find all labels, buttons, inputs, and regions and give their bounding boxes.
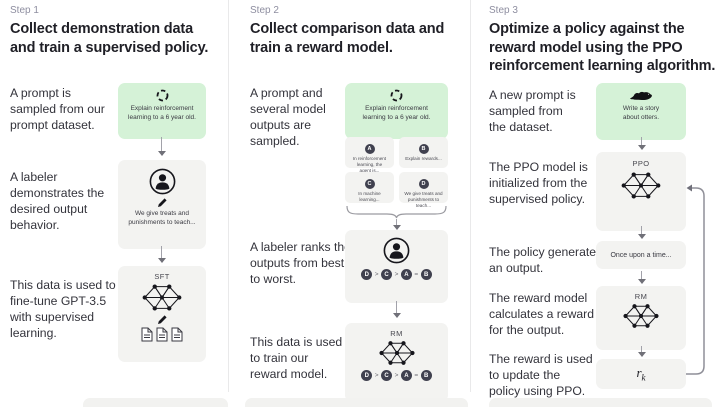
step-2-rank-caption: A labeler ranks the outputs from best to… [250,240,351,287]
prompt-text: Explain reinforcement learning to a 6 ye… [362,105,431,121]
rank-separator: > [374,271,379,278]
rank-letter: D [361,269,373,280]
output-snippet: In reinforcement learning, the agent is.… [352,156,387,173]
output-card-d: D We give treats and punishments to teac… [399,172,448,208]
rank-letter: D [361,370,373,381]
output-snippet: Explain rewards... [405,156,442,161]
ppo-label: PPO [632,159,650,168]
rm-model-card: RM D > C > A = B [345,323,448,402]
policy-output-card: Once upon a time... [596,241,686,269]
documents-row [141,327,183,342]
document-icon [156,327,168,342]
column-divider [228,0,229,392]
rank-separator: > [394,372,399,379]
step-1-labeler-caption: A labeler demonstrates the desired outpu… [10,170,105,233]
rank-letter: B [420,370,432,381]
rank-letter: B [420,269,432,280]
rm-label: RM [390,329,403,338]
step-2-sample-caption: A prompt and several model outputs are s… [250,86,326,149]
step-2-label: Step 2 [250,5,279,16]
rm-model-card: RM [596,286,686,350]
ppo-feedback-loop-arrow [686,182,710,378]
rank-letter: C [381,269,393,280]
output-letter: D [418,179,429,189]
prompt-text: Explain reinforcement learning to a 6 ye… [128,105,196,121]
step-1-label: Step 1 [10,5,39,16]
prompt-card: Explain reinforcement learning to a 6 ye… [118,83,206,139]
rank-letter: A [400,269,412,280]
step-2-train-caption: This data is used to train our reward mo… [250,335,343,382]
down-arrow [637,226,646,239]
step-2-title: Collect comparison data and train a rewa… [250,21,445,56]
column-divider [470,0,471,392]
refresh-icon [156,89,169,102]
labeler-rank-card: D > C > A = B [345,230,448,303]
output-snippet: We give treats and punishments to teach.… [404,191,443,208]
neural-network-icon [378,340,415,366]
rank-separator: = [414,271,419,278]
prompt-text: Write a story about otters. [622,105,660,121]
step-3-update-caption: The reward is used to update the policy … [489,352,593,399]
output-letter: C [364,179,375,189]
neural-network-icon [142,283,182,312]
sft-model-card: SFT [118,266,206,362]
output-letter: A [364,144,375,154]
document-icon [171,327,183,342]
policy-output-text: Once upon a time... [610,251,672,259]
step-1-title: Collect demonstration data and train a s… [10,21,209,56]
ppo-model-card: PPO [596,152,686,231]
step-1-sample-caption: A prompt is sampled from our prompt data… [10,86,105,133]
reward-symbol: rk [636,365,646,383]
pencil-icon [157,197,168,208]
down-arrow [157,246,166,263]
labeler-icon [383,237,410,264]
neural-network-icon [621,171,661,200]
step-3-sample-caption: A new prompt is sampled from the dataset… [489,88,576,135]
rank-separator: > [394,271,399,278]
otter-icon [629,90,653,102]
document-icon [141,327,153,342]
down-arrow [637,137,646,150]
down-arrow [637,346,646,357]
next-section-card-edge [489,398,712,407]
down-arrow [637,271,646,284]
prompt-card: Explain reinforcement learning to a 6 ye… [345,83,448,139]
step-1-train-caption: This data is used to fine-tune GPT-3.5 w… [10,278,116,341]
prompt-card: Write a story about otters. [596,83,686,140]
labeler-note: We give treats and punishments to teach.… [128,210,196,226]
labeler-icon [149,168,176,195]
sft-label: SFT [154,272,170,281]
rm-label: RM [634,292,648,301]
neural-network-icon [623,303,659,329]
rank-letter: A [400,370,412,381]
step-3-title: Optimize a policy against the reward mod… [489,21,716,75]
ranking-row: D > C > A = B [361,269,432,280]
reward-value-card: rk [596,359,686,389]
refresh-icon [390,89,403,102]
curly-brace-icon [345,205,448,219]
rank-letter: C [381,370,393,381]
down-arrow [157,137,166,156]
output-letter: B [418,144,429,154]
ranking-row: D > C > A = B [361,370,432,381]
output-card-b: B Explain rewards... [399,137,448,168]
rank-separator: = [414,372,419,379]
step-3-generate-caption: The policy generates an output. [489,245,603,276]
down-arrow [392,301,401,318]
next-section-card-edge [83,398,228,407]
down-arrow [392,219,401,230]
rank-separator: > [374,372,379,379]
step-3-init-caption: The PPO model is initialized from the su… [489,160,588,207]
step-3-reward-caption: The reward model calculates a reward for… [489,291,594,338]
step-3-label: Step 3 [489,5,518,16]
pencil-icon [157,314,168,325]
output-snippet: In machine learning... [358,191,381,202]
next-section-card-edge [245,398,468,407]
output-card-a: A In reinforcement learning, the agent i… [345,137,394,173]
labeler-card: We give treats and punishments to teach.… [118,160,206,249]
output-card-c: C In machine learning... [345,172,394,203]
